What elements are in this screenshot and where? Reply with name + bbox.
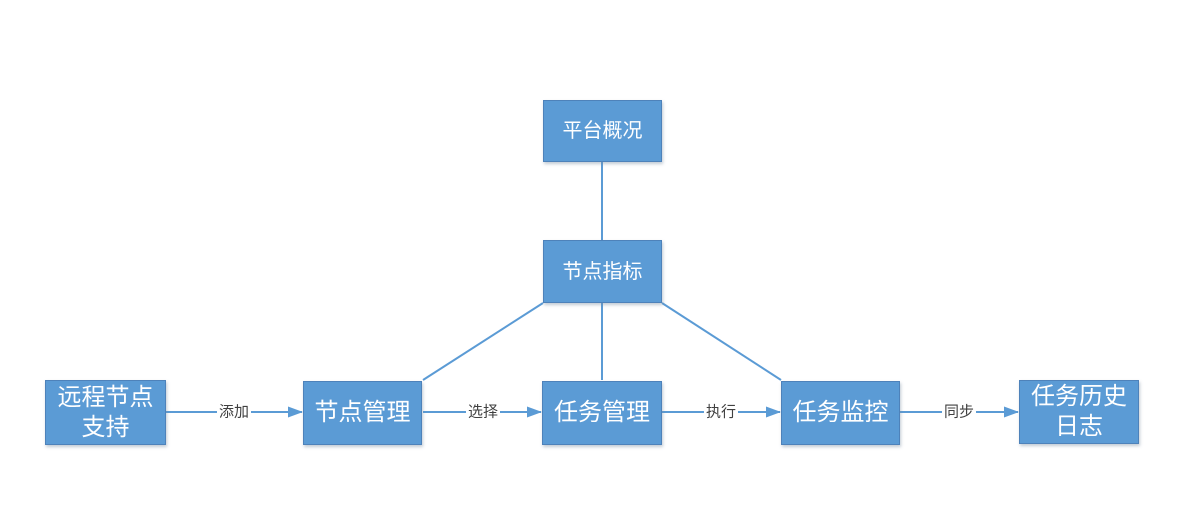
node-node-management: 节点管理 — [303, 381, 422, 445]
edge-label-sync: 同步 — [941, 403, 977, 421]
connector-metrics-to-task-monitoring — [661, 302, 782, 381]
node-label: 远程节点支持 — [57, 383, 154, 441]
connector-metrics-to-node-management — [422, 302, 544, 381]
node-node-metrics: 节点指标 — [543, 240, 662, 303]
node-label: 平台概况 — [562, 120, 643, 142]
node-label: 任务管理 — [554, 399, 650, 426]
node-label: 节点指标 — [562, 260, 643, 283]
node-task-history-log: 任务历史日志 — [1019, 380, 1139, 444]
edge-label-execute: 执行 — [703, 403, 739, 421]
node-label: 任务监控 — [792, 399, 889, 426]
node-remote-node-support: 远程节点支持 — [45, 380, 166, 445]
edge-label-add: 添加 — [216, 403, 252, 421]
node-task-management: 任务管理 — [542, 381, 662, 445]
edge-label-select: 选择 — [465, 403, 501, 421]
node-platform-overview: 平台概况 — [543, 100, 662, 162]
node-label: 节点管理 — [314, 399, 411, 426]
node-label: 任务历史日志 — [1031, 383, 1127, 440]
node-task-monitoring: 任务监控 — [781, 381, 900, 445]
